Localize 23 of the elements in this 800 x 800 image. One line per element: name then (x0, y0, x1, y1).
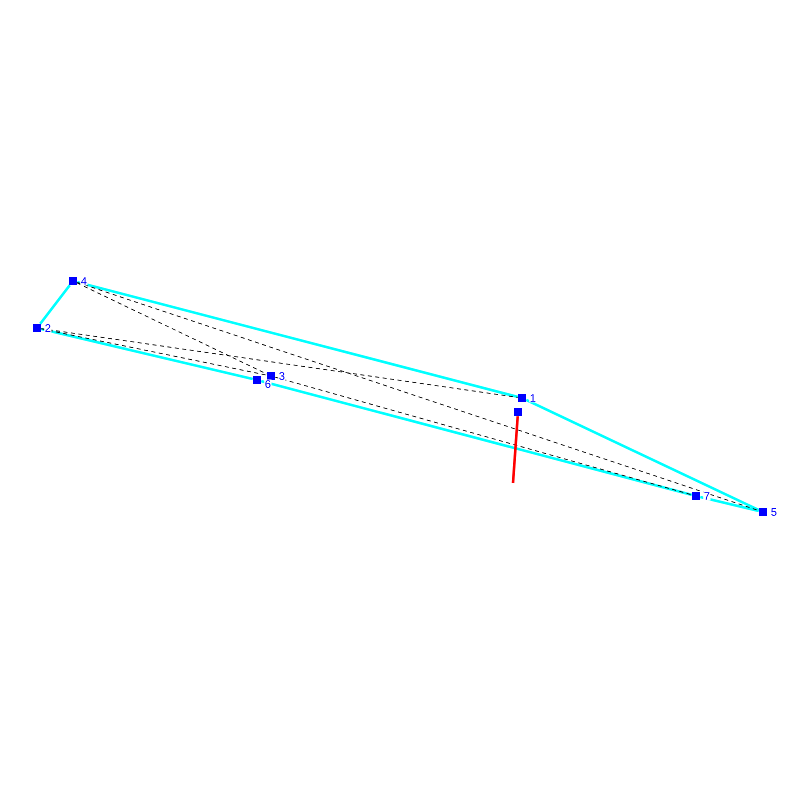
point-marker (692, 492, 700, 500)
point-marker (69, 277, 77, 285)
point-marker (514, 408, 522, 416)
dashed-line (76, 282, 268, 374)
line (526, 398, 760, 512)
point-marker (267, 372, 275, 380)
point-marker (253, 376, 261, 384)
dashed-line (40, 328, 518, 398)
point-label: 7 (703, 492, 711, 500)
point-marker (759, 508, 767, 516)
dashed-line (76, 282, 760, 512)
point-label: 4 (80, 276, 88, 286)
point-label: 6 (264, 380, 272, 388)
line (700, 496, 760, 512)
point-label: 1 (529, 394, 537, 402)
point-marker (518, 394, 526, 402)
line (39, 284, 71, 325)
point-label: 2 (44, 324, 52, 332)
line (76, 280, 518, 398)
point-marker (33, 324, 41, 332)
point-label: 3 (278, 372, 286, 380)
line (512, 416, 519, 484)
point-label: 5 (770, 508, 778, 516)
